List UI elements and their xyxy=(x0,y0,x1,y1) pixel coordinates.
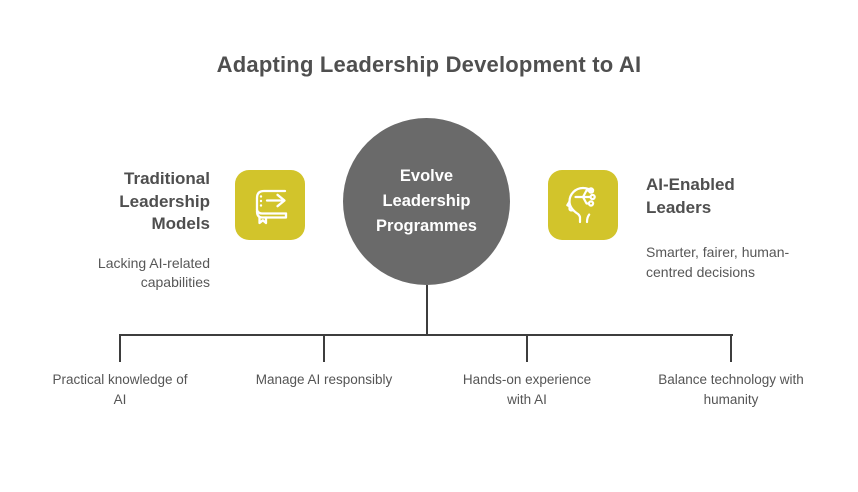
branch-label-balance-technology: Balance technology with humanity xyxy=(658,372,804,408)
left-topic-subtext: Lacking AI-related capabilities xyxy=(97,254,210,291)
central-node: Evolve Leadership Programmes xyxy=(343,118,510,285)
right-topic-tile xyxy=(548,170,618,240)
book-arrow-icon xyxy=(246,181,294,229)
left-topic-heading: Traditional Leadership Models xyxy=(119,169,210,234)
left-topic-tile xyxy=(235,170,305,240)
branch-label-practical-knowledge: Practical knowledge of AI xyxy=(52,372,188,408)
branch-label-manage-ai: Manage AI responsibly xyxy=(255,372,393,387)
ai-head-icon xyxy=(559,181,607,229)
branch-connector-line xyxy=(119,336,121,362)
left-topic: Traditional Leadership Models Lacking AI… xyxy=(40,168,210,293)
trunk-connector-line xyxy=(426,285,428,336)
branch-label-hands-on: Hands-on experience with AI xyxy=(462,372,592,408)
horizontal-connector-line xyxy=(119,334,733,336)
right-topic-heading: AI-Enabled Leaders xyxy=(646,175,735,217)
branch-connector-line xyxy=(730,336,732,362)
branch-connector-line xyxy=(323,336,325,362)
right-topic-subtext: Smarter, fairer, human- centred decision… xyxy=(646,244,790,280)
page-title: Adapting Leadership Development to AI xyxy=(216,52,642,77)
branch-connector-line xyxy=(526,336,528,362)
right-topic: AI-Enabled Leaders Smarter, fairer, huma… xyxy=(646,174,826,282)
central-node-label: Evolve Leadership Programmes xyxy=(376,167,477,235)
